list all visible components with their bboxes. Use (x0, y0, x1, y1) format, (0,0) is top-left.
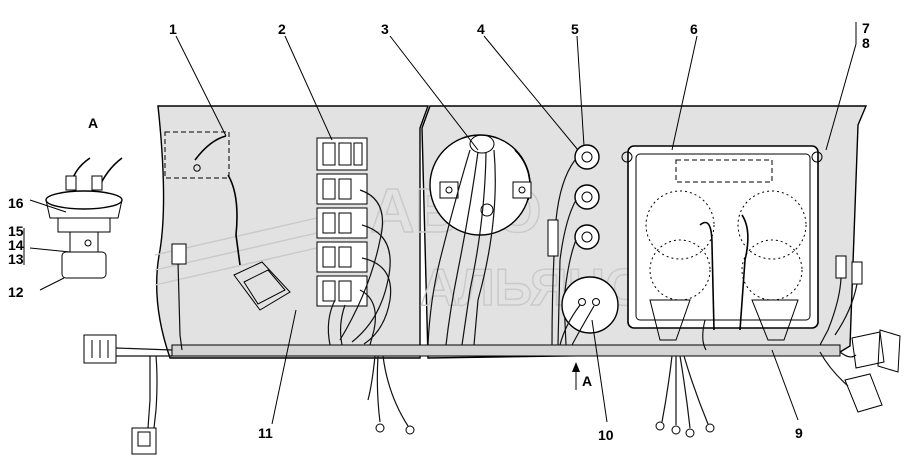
leader-lines (23, 22, 857, 425)
callout-6: 6 (690, 21, 698, 37)
callout-5: 5 (571, 21, 579, 37)
component-3-gauge (427, 134, 532, 346)
callout-16: 16 (8, 195, 24, 211)
callout-2: 2 (278, 21, 286, 37)
view-a-label: А (88, 115, 98, 131)
callout-15: 15 (8, 223, 24, 239)
view-arrow: А (572, 362, 592, 390)
component-6-instrument-cluster (621, 145, 823, 351)
left-harness (83, 243, 187, 455)
callout-numbers: 1 2 3 4 5 6 7 8 9 10 11 12 13 14 15 16 (8, 20, 870, 443)
callout-11: 11 (258, 425, 273, 441)
callout-1: 1 (169, 21, 177, 37)
detail-view-a: А (45, 115, 123, 279)
callout-12: 12 (8, 284, 24, 300)
view-arrow-label: А (582, 373, 592, 389)
component-10-socket (559, 276, 619, 346)
component-1-housing (164, 131, 291, 311)
callout-13: 13 (8, 251, 24, 267)
callout-14: 14 (8, 237, 24, 253)
callout-3: 3 (381, 21, 389, 37)
component-7-8-connectors (819, 255, 901, 413)
component-2-connector-stack (316, 137, 392, 346)
callout-8: 8 (862, 35, 870, 51)
bottom-pigtails (367, 355, 715, 438)
callout-4: 4 (477, 21, 485, 37)
callout-9: 9 (795, 425, 803, 441)
callout-10: 10 (598, 427, 614, 443)
callout-7: 7 (862, 20, 870, 36)
